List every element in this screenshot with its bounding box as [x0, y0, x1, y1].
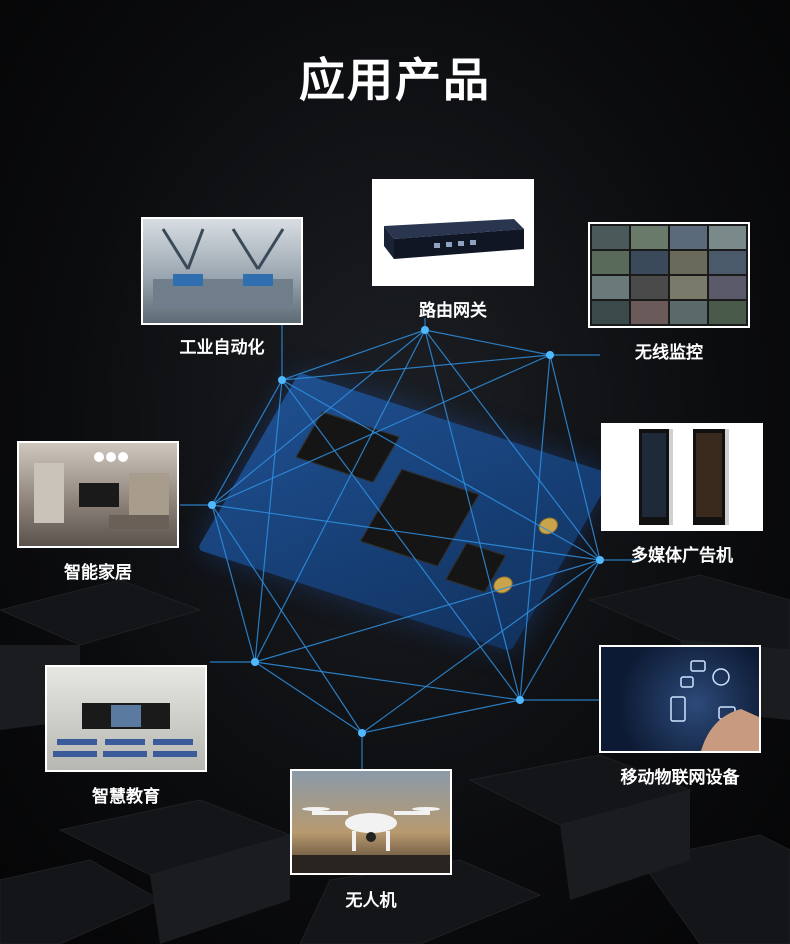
- multimedia-ad-display-label: 多媒体广告机: [631, 546, 733, 566]
- industrial-automation-image: [141, 217, 303, 325]
- wireless-surveillance-image: [588, 222, 750, 328]
- network-node: [596, 556, 604, 564]
- smart-education-label: 智慧教育: [92, 787, 160, 807]
- network-node: [546, 351, 554, 359]
- smart-home-label: 智能家居: [64, 563, 132, 583]
- network-node: [421, 326, 429, 334]
- wireless-surveillance-label: 无线监控: [635, 343, 703, 363]
- page-title: 应用产品: [299, 53, 491, 107]
- router-gateway-label: 路由网关: [419, 301, 487, 321]
- network-node: [516, 696, 524, 704]
- smart-home-image: [17, 441, 179, 548]
- mobile-iot-device-image: [599, 645, 761, 753]
- network-node: [251, 658, 259, 666]
- industrial-automation-label: 工业自动化: [179, 338, 265, 358]
- smart-education-image: [45, 665, 207, 772]
- network-node: [278, 376, 286, 384]
- network-node: [358, 729, 366, 737]
- multimedia-ad-display-image: [601, 423, 763, 531]
- mobile-iot-device-label: 移动物联网设备: [620, 768, 740, 788]
- drone-image: [290, 769, 452, 875]
- router-gateway-image: [372, 179, 534, 286]
- network-node: [208, 501, 216, 509]
- drone-label: 无人机: [345, 891, 397, 911]
